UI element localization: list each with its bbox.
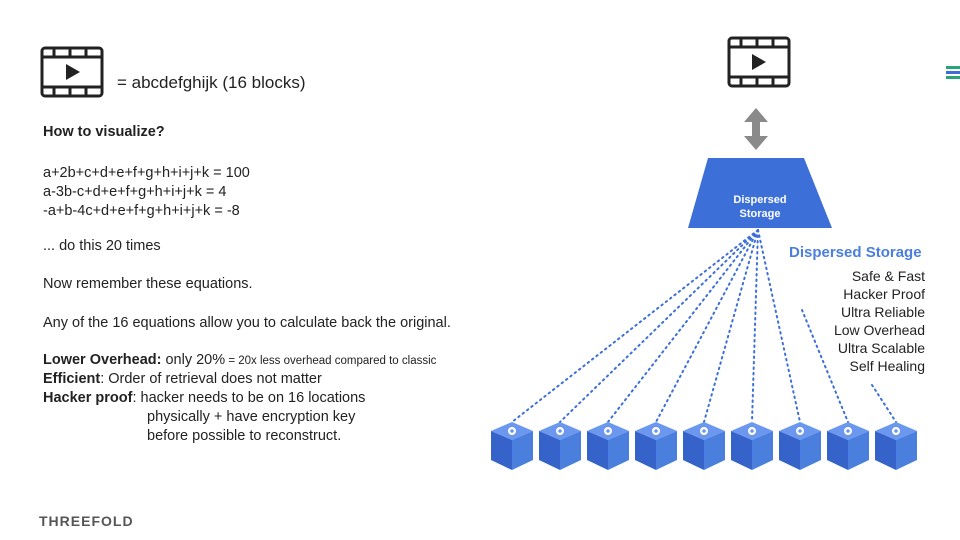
blocks-equation: = abcdefghijk (16 blocks) xyxy=(117,73,306,92)
feature-item: Low Overhead xyxy=(833,322,925,338)
equation-line: a-3b-c+d+e+f+g+h+i+j+k = 4 xyxy=(43,184,227,200)
section-heading: How to visualize? xyxy=(43,124,165,140)
double-arrow-icon xyxy=(744,108,768,150)
hacker-line-2: physically + have encryption key xyxy=(147,409,356,425)
dispersion-line xyxy=(757,229,801,423)
feature-item: Hacker Proof xyxy=(843,286,925,302)
dispersed-storage-title: Dispersed Storage xyxy=(789,244,922,261)
storage-cube-icon xyxy=(731,422,773,470)
efficient-text: : Order of retrieval does not matter xyxy=(100,371,322,387)
overhead-note: = 20x less overhead compared to classic xyxy=(225,355,437,367)
storage-cube-icon xyxy=(587,422,629,470)
dispersion-line xyxy=(801,309,849,423)
storage-cube-icon xyxy=(875,422,917,470)
node-label-1: Dispersed xyxy=(733,194,786,206)
storage-cube-icon xyxy=(683,422,725,470)
overhead-value: only 20% xyxy=(161,352,226,368)
video-play-icon xyxy=(40,46,104,98)
feature-item: Self Healing xyxy=(849,358,926,374)
dispersion-line xyxy=(511,229,759,423)
dispersed-storage-node: Dispersed Storage xyxy=(688,158,832,228)
hacker-line-3: before possible to reconstruct. xyxy=(147,428,342,444)
dispersion-line xyxy=(607,229,759,423)
hacker-line: Hacker proof: hacker needs to be on 16 l… xyxy=(43,390,365,406)
dispersion-line xyxy=(871,384,897,423)
dispersed-diagram: Dispersed Storage xyxy=(491,36,917,470)
menu-icon[interactable] xyxy=(946,66,960,82)
efficient-line: Efficient: Order of retrieval does not m… xyxy=(43,371,322,387)
efficient-label: Efficient xyxy=(43,371,101,387)
hacker-label: Hacker proof xyxy=(43,390,133,406)
storage-cube-icon xyxy=(539,422,581,470)
storage-cube-icon xyxy=(779,422,821,470)
any16-text: Any of the 16 equations allow you to cal… xyxy=(43,315,451,331)
node-label-2: Storage xyxy=(740,208,781,220)
dispersion-line xyxy=(559,229,759,423)
repeat-text: ... do this 20 times xyxy=(43,238,161,254)
dispersion-lines xyxy=(511,229,897,423)
storage-cubes xyxy=(491,422,917,470)
dispersion-line xyxy=(751,229,759,423)
features-list: Safe & Fast Hacker Proof Ultra Reliable … xyxy=(800,267,925,375)
equation-line: -a+b-4c+d+e+f+g+h+i+j+k = -8 xyxy=(43,203,240,219)
overhead-line: Lower Overhead: only 20% = 20x less over… xyxy=(43,352,436,368)
equations-list: a+2b+c+d+e+f+g+h+i+j+k = 100 a-3b-c+d+e+… xyxy=(43,164,250,221)
overhead-label: Lower Overhead: xyxy=(43,352,162,368)
feature-item: Ultra Scalable xyxy=(837,340,925,356)
storage-cube-icon xyxy=(827,422,869,470)
equation-line: a+2b+c+d+e+f+g+h+i+j+k = 100 xyxy=(43,165,250,181)
storage-cube-icon xyxy=(491,422,533,470)
dispersion-line xyxy=(655,229,759,423)
feature-item: Safe & Fast xyxy=(851,268,925,284)
dispersion-line xyxy=(703,229,759,423)
feature-item: Ultra Reliable xyxy=(840,304,925,320)
remember-text: Now remember these equations. xyxy=(43,276,253,292)
storage-cube-icon xyxy=(635,422,677,470)
threefold-logo: THREEFOLD xyxy=(39,513,134,529)
video-play-icon xyxy=(727,36,791,88)
hacker-text: : hacker needs to be on 16 locations xyxy=(132,390,366,406)
